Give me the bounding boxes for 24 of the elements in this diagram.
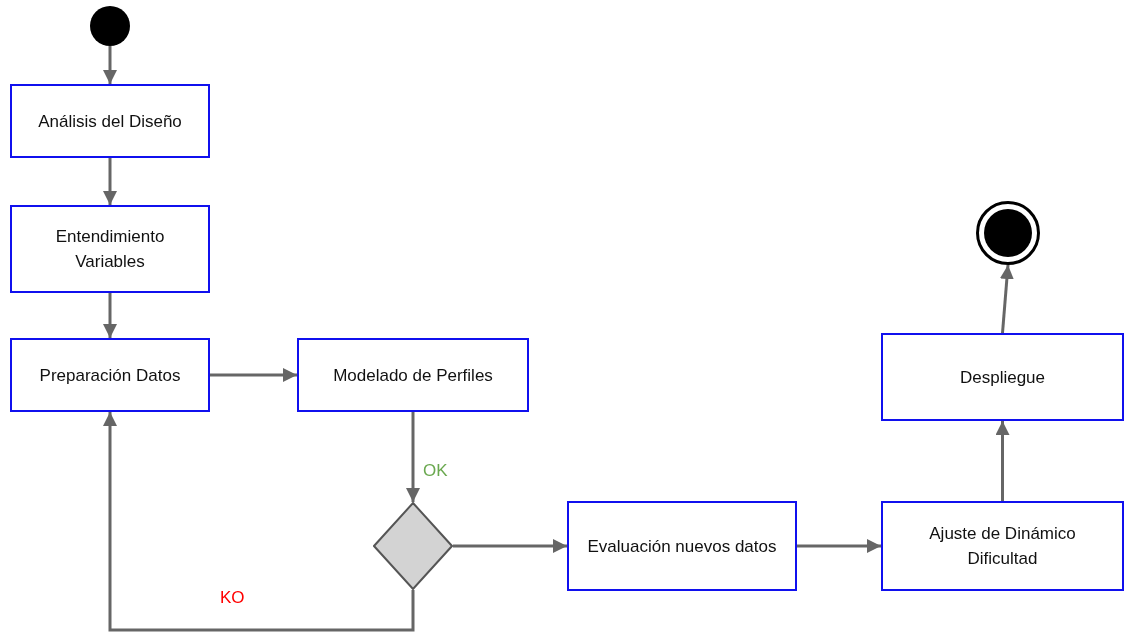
process-box bbox=[10, 205, 210, 293]
process-box bbox=[881, 333, 1124, 421]
process-label: Ajuste de Dinámico Dificultad bbox=[928, 523, 1077, 570]
arrow bbox=[103, 46, 117, 84]
arrow bbox=[103, 158, 117, 205]
arrow bbox=[797, 539, 881, 553]
process-label: Análisis del Diseño bbox=[38, 110, 182, 133]
process-label: Entendimiento Variables bbox=[54, 226, 166, 273]
process-box bbox=[297, 338, 529, 412]
process-box bbox=[10, 338, 210, 412]
arrow bbox=[995, 421, 1010, 501]
process-label: Preparación Datos bbox=[39, 364, 181, 387]
arrow bbox=[406, 412, 420, 502]
arrow bbox=[103, 412, 415, 632]
process-label: Despliegue bbox=[959, 366, 1046, 389]
process-label: Evaluación nuevos datos bbox=[587, 535, 777, 558]
arrow bbox=[210, 368, 297, 382]
arrow bbox=[999, 264, 1014, 334]
arrow bbox=[103, 293, 117, 338]
arrow bbox=[453, 539, 567, 553]
process-label: Modelado de Perfiles bbox=[333, 364, 493, 387]
process-box bbox=[881, 501, 1124, 591]
process-box bbox=[10, 84, 210, 158]
process-box bbox=[567, 501, 797, 591]
